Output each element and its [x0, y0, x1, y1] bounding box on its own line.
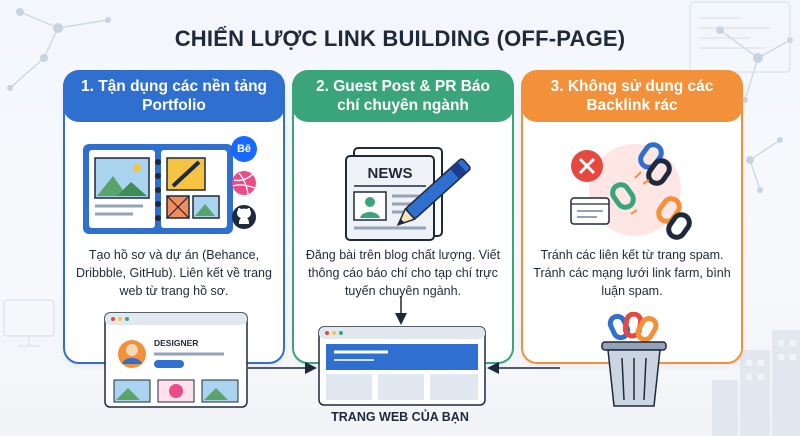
designer-label: DESIGNER — [154, 338, 198, 348]
dribbble-icon — [232, 171, 256, 195]
card-heading: 2. Guest Post & PR Báo chí chuyên ngành — [292, 70, 514, 122]
card-guest-post: 2. Guest Post & PR Báo chí chuyên ngành … — [292, 70, 514, 364]
page-title: CHIẾN LƯỢC LINK BUILDING (OFF-PAGE) — [174, 26, 626, 51]
newspaper-label: NEWS — [368, 165, 413, 182]
broken-links-illustration — [570, 142, 692, 240]
portfolio-illustration — [83, 144, 233, 234]
your-website-window — [318, 326, 486, 406]
card-description: Tạo hồ sơ và dự án (Behance, Dribbble, G… — [76, 248, 272, 298]
designer-profile-window: DESIGNER — [104, 312, 248, 408]
card-heading: 3. Không sử dụng các Backlink rác — [521, 70, 743, 122]
behance-icon: Bē — [231, 136, 257, 162]
site-label: TRANG WEB CỦA BẠN — [331, 410, 469, 424]
card-description: Tránh các liên kết từ trang spam. Tránh … — [533, 248, 731, 298]
github-icon — [232, 205, 256, 229]
trash-can-illustration — [601, 312, 667, 407]
card-heading: 1. Tận dụng các nền tảng Portfolio — [63, 70, 285, 122]
newspaper-illustration: NEWS — [345, 147, 471, 241]
card-description: Đăng bài trên blog chất lượng. Viết thôn… — [305, 248, 501, 298]
